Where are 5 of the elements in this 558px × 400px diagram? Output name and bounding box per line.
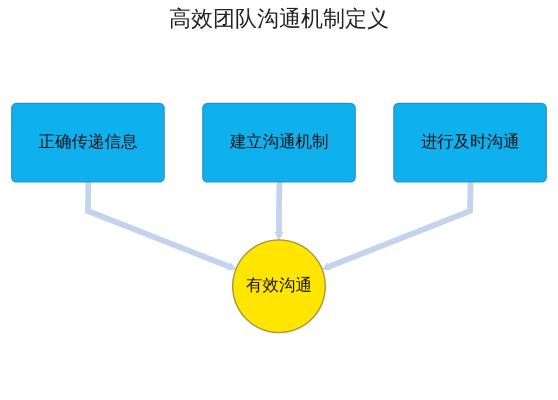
arrow [85, 182, 236, 271]
arrow [274, 182, 284, 240]
title: 高效团队沟通机制定义 [169, 6, 389, 34]
arrow [322, 182, 474, 271]
node-circle: 有效沟通 [232, 239, 326, 334]
